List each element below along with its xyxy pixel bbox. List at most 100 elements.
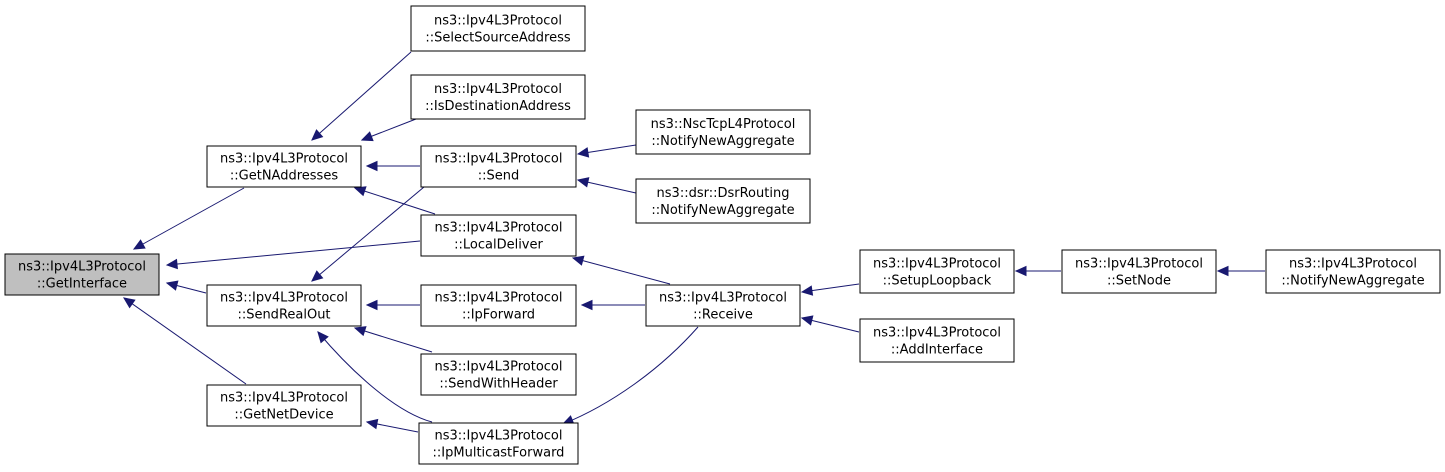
edge-Send-to-SendRealOut xyxy=(311,186,425,282)
arrowhead xyxy=(365,160,378,172)
node-box xyxy=(418,422,579,465)
arrowhead xyxy=(165,280,179,291)
node-box xyxy=(4,253,160,296)
graph-edges xyxy=(123,51,1265,433)
arrowhead xyxy=(353,326,367,337)
node-label-class: ns3::Ipv4L3Protocol xyxy=(435,291,563,306)
edge-Receive-to-IpMulticastForward xyxy=(561,326,699,425)
node-label-class: ns3::Ipv4L3Protocol xyxy=(435,360,563,375)
node-Send[interactable]: ns3::Ipv4L3Protocol::Send xyxy=(420,145,577,188)
edge-Receive-to-LocalDeliver xyxy=(571,255,671,285)
node-label-method: ::SetupLoopback xyxy=(883,274,992,289)
node-box xyxy=(420,284,577,327)
node-label-class: ns3::Ipv4L3Protocol xyxy=(435,221,563,236)
edge-IpForward-to-SendRealOut xyxy=(365,299,420,311)
node-label-class: ns3::Ipv4L3Protocol xyxy=(1075,257,1203,272)
edge-IpMulticastForward-to-GetNetDevice xyxy=(365,418,419,433)
graph-nodes: ns3::Ipv4L3Protocol::GetInterfacens3::Ip… xyxy=(4,5,1441,465)
node-label-method: ::Send xyxy=(478,169,520,184)
arrowhead xyxy=(360,131,374,142)
edge-IpMulticastForward-to-SendRealOut xyxy=(317,331,433,423)
edge-Ipv4NotifyNewAggregate-to-SetNode xyxy=(1216,265,1265,277)
node-label-method: ::GetNAddresses xyxy=(230,169,338,184)
edge-GetNetDevice-to-GetInterface xyxy=(123,297,247,385)
node-box xyxy=(635,178,811,224)
node-label-method: ::IsDestinationAddress xyxy=(425,99,571,114)
node-IsDestinationAddress[interactable]: ns3::Ipv4L3Protocol::IsDestinationAddres… xyxy=(410,74,586,120)
node-box xyxy=(410,74,586,120)
node-SendWithHeader[interactable]: ns3::Ipv4L3Protocol::SendWithHeader xyxy=(420,353,577,396)
node-label-class: ns3::Ipv4L3Protocol xyxy=(18,260,146,275)
edge-line xyxy=(311,186,425,282)
node-label-method: ::SendRealOut xyxy=(237,308,330,323)
arrowhead xyxy=(317,331,329,344)
node-box xyxy=(410,5,586,52)
edge-line xyxy=(123,297,247,385)
node-label-class: ns3::dsr::DsrRouting xyxy=(657,186,790,201)
node-box xyxy=(206,284,362,327)
node-label-class: ns3::Ipv4L3Protocol xyxy=(434,14,562,29)
node-label-class: ns3::Ipv4L3Protocol xyxy=(434,82,562,97)
edge-line xyxy=(166,240,421,266)
node-NscNotifyNewAggregate[interactable]: ns3::NscTcpL4Protocol::NotifyNewAggregat… xyxy=(635,109,811,155)
node-label-class: ns3::Ipv4L3Protocol xyxy=(220,152,348,167)
arrowhead xyxy=(365,418,379,430)
arrowhead xyxy=(365,299,378,311)
edge-line xyxy=(572,257,671,285)
edge-NscNotifyNewAggregate-to-Send xyxy=(576,144,637,158)
arrowhead xyxy=(571,255,585,266)
node-label-class: ns3::Ipv4L3Protocol xyxy=(435,429,563,444)
edge-DsrNotifyNewAggregate-to-Send xyxy=(576,177,637,194)
node-label-method: ::IpMulticastForward xyxy=(433,446,565,461)
node-label-method: ::GetNetDevice xyxy=(234,408,333,423)
node-label-class: ns3::Ipv4L3Protocol xyxy=(1289,257,1417,272)
node-SetNode[interactable]: ns3::Ipv4L3Protocol::SetNode xyxy=(1061,249,1217,294)
node-label-method: ::LocalDeliver xyxy=(454,238,543,253)
node-Ipv4NotifyNewAggregate[interactable]: ns3::Ipv4L3Protocol::NotifyNewAggregate xyxy=(1265,249,1441,294)
node-SetupLoopback[interactable]: ns3::Ipv4L3Protocol::SetupLoopback xyxy=(859,249,1015,294)
arrowhead xyxy=(311,270,324,282)
node-box xyxy=(206,384,362,427)
arrowhead xyxy=(576,147,590,158)
edge-line xyxy=(354,327,433,353)
arrowhead xyxy=(311,129,324,141)
arrowhead xyxy=(800,315,814,326)
node-SendRealOut[interactable]: ns3::Ipv4L3Protocol::SendRealOut xyxy=(206,284,362,327)
edge-Receive-to-IpForward xyxy=(580,299,645,311)
edge-AddInterface-to-Receive xyxy=(800,315,860,333)
arrowhead xyxy=(123,297,136,309)
arrowhead xyxy=(132,239,146,250)
node-SelectSourceAddress[interactable]: ns3::Ipv4L3Protocol::SelectSourceAddress xyxy=(410,5,586,52)
edge-LocalDeliver-to-GetInterface xyxy=(165,240,421,270)
node-label-class: ns3::Ipv4L3Protocol xyxy=(220,291,348,306)
node-label-class: ns3::NscTcpL4Protocol xyxy=(651,117,796,132)
edge-line xyxy=(562,326,699,425)
node-label-class: ns3::Ipv4L3Protocol xyxy=(220,391,348,406)
edge-LocalDeliver-to-GetNAddresses xyxy=(353,186,436,215)
node-label-class: ns3::Ipv4L3Protocol xyxy=(873,257,1001,272)
node-IpMulticastForward[interactable]: ns3::Ipv4L3Protocol::IpMulticastForward xyxy=(418,422,579,465)
edge-line xyxy=(311,51,412,141)
node-AddInterface[interactable]: ns3::Ipv4L3Protocol::AddInterface xyxy=(859,318,1015,363)
arrowhead xyxy=(576,177,590,188)
edge-Send-to-GetNAddresses xyxy=(365,160,420,172)
node-GetInterface[interactable]: ns3::Ipv4L3Protocol::GetInterface xyxy=(4,253,160,296)
node-box xyxy=(635,109,811,155)
edge-SendWithHeader-to-SendRealOut xyxy=(353,326,433,353)
node-label-method: ::SelectSourceAddress xyxy=(425,31,571,46)
node-IpForward[interactable]: ns3::Ipv4L3Protocol::IpForward xyxy=(420,284,577,327)
node-label-method: ::AddInterface xyxy=(891,343,983,358)
node-box xyxy=(420,214,577,257)
node-Receive[interactable]: ns3::Ipv4L3Protocol::Receive xyxy=(645,284,801,327)
node-label-method: ::NotifyNewAggregate xyxy=(651,134,794,149)
node-LocalDeliver[interactable]: ns3::Ipv4L3Protocol::LocalDeliver xyxy=(420,214,577,257)
node-GetNetDevice[interactable]: ns3::Ipv4L3Protocol::GetNetDevice xyxy=(206,384,362,427)
arrowhead xyxy=(1216,265,1229,277)
edge-SetNode-to-SetupLoopback xyxy=(1014,265,1061,277)
arrowhead xyxy=(1014,265,1027,277)
node-label-class: ns3::Ipv4L3Protocol xyxy=(659,291,787,306)
node-GetNAddresses[interactable]: ns3::Ipv4L3Protocol::GetNAddresses xyxy=(206,145,362,188)
node-DsrNotifyNewAggregate[interactable]: ns3::dsr::DsrRouting::NotifyNewAggregate xyxy=(635,178,811,224)
edge-SendRealOut-to-GetInterface xyxy=(165,280,207,294)
